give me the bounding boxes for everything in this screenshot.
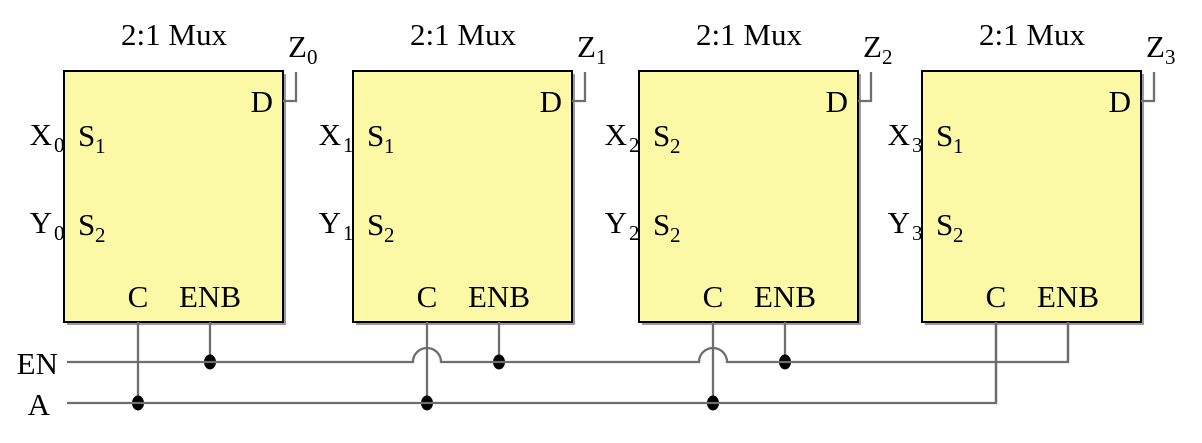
x-input-label-sub: 0 [54,133,65,157]
enb-pin-label: ENB [754,279,816,314]
output-label: Z [1146,29,1165,64]
enb-pin-label: ENB [179,279,241,314]
s2-pin-label-sub: 2 [95,223,106,247]
s1-pin-label-sub: 2 [670,134,681,158]
s2-pin-label: S [936,207,953,242]
s1-pin-label-sub: 1 [95,134,106,158]
x-input-label: X [888,117,910,152]
x-input-label: X [319,117,341,152]
y-input-label-sub: 3 [912,221,923,245]
mux-box [638,70,859,323]
a-bus-wire [67,322,998,405]
mux-box [352,70,573,323]
output-label: Z [288,29,307,64]
bus-wires [67,322,1070,405]
d-pin-label: D [540,84,562,119]
d-pin-label: D [251,84,273,119]
c-pin-label: C [986,279,1007,314]
y-input-label-sub: 1 [343,221,354,245]
x-input-label-sub: 3 [912,133,923,157]
enb-pin-label: ENB [468,279,530,314]
output-wire [1141,72,1156,103]
en-bus-wire-with-hops [67,322,1070,364]
y-input-label: Y [605,205,627,240]
s1-pin-label: S [78,118,95,153]
mux-title: 2:1 Mux [696,17,802,52]
mux-block-1: 2:1 Mux Z 1 D X 1 S 1 Y 1 S 2 C ENB [319,17,607,411]
s1-pin-label: S [367,118,384,153]
y-input-label: Y [888,205,910,240]
c-pin-label: C [417,279,438,314]
mux-box [63,70,284,323]
mux-title: 2:1 Mux [410,17,516,52]
output-wire [858,72,873,103]
output-label: Z [863,29,882,64]
y-input-label: Y [30,205,52,240]
s1-pin-label: S [653,118,670,153]
output-wire [283,72,298,103]
c-pin-label: C [128,279,149,314]
d-pin-label: D [1109,84,1131,119]
s2-pin-label-sub: 2 [953,223,964,247]
s1-pin-label: S [936,118,953,153]
output-label-sub: 1 [596,45,607,69]
mux-block-2: 2:1 Mux Z 2 D X 2 S 2 Y 2 S 2 C ENB [605,17,893,411]
s2-pin-label: S [78,207,95,242]
s2-pin-label-sub: 2 [384,223,395,247]
mux-title: 2:1 Mux [979,17,1085,52]
s2-pin-label: S [653,207,670,242]
output-label-sub: 2 [882,45,893,69]
s1-pin-label-sub: 1 [384,134,395,158]
y-input-label: Y [319,205,341,240]
s2-pin-label: S [367,207,384,242]
output-label-sub: 3 [1165,45,1176,69]
a-bus-label: A [28,387,51,422]
x-input-label-sub: 2 [629,133,640,157]
en-bus-label: EN [17,346,58,381]
mux-title: 2:1 Mux [121,17,227,52]
mux-box [921,70,1142,323]
c-pin-label: C [703,279,724,314]
mux-block-0: 2:1 Mux Z 0 D X 0 S 1 Y 0 S 2 C ENB [30,17,318,411]
output-label: Z [577,29,596,64]
y-input-label-sub: 2 [629,221,640,245]
d-pin-label: D [826,84,848,119]
output-wire [572,72,587,103]
s1-pin-label-sub: 1 [953,134,964,158]
x-input-label: X [30,117,52,152]
enb-pin-label: ENB [1037,279,1099,314]
output-label-sub: 0 [307,45,318,69]
y-input-label-sub: 0 [54,221,65,245]
x-input-label: X [605,117,627,152]
s2-pin-label-sub: 2 [670,223,681,247]
mux-block-3: 2:1 Mux Z 3 D X 3 S 1 Y 3 S 2 C ENB [888,17,1176,403]
x-input-label-sub: 1 [343,133,354,157]
